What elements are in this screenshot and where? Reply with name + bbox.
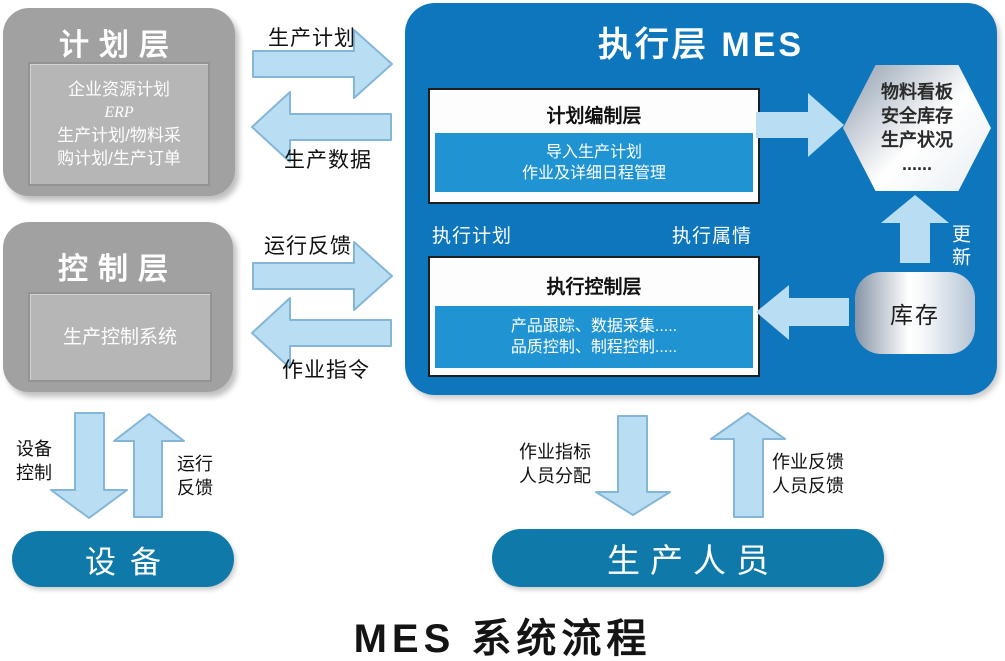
mes-title: 执行层 MES	[597, 26, 805, 64]
plan-detail-line: 导入生产计划	[545, 143, 642, 161]
plan-detail-line: 作业及详细日程管理	[521, 164, 666, 182]
inventory-label: 库存	[890, 302, 940, 328]
control-layer-box: 控制层 生产控制系统	[3, 222, 233, 392]
right-arrow-shape	[252, 29, 393, 99]
exec-plan-label: 执行计划	[432, 226, 513, 247]
arrow-device-control	[50, 412, 128, 519]
device-control-line: 设备	[16, 439, 52, 459]
left-arrow-shape	[251, 91, 392, 163]
up-arrow-shape	[710, 412, 786, 518]
exec-control-detail: 产品跟踪、数据采集..... 品质控制、制程控制.....	[435, 306, 753, 368]
planning-detail-line: 企业资源计划	[68, 80, 170, 99]
arrow-staff-feedback	[710, 412, 786, 518]
planning-detail-line: 生产计划/物料采	[57, 126, 181, 145]
exec-control-header: 执行控制层	[546, 277, 642, 298]
equipment-label: 设备	[85, 544, 175, 580]
update-label: 更新	[949, 224, 970, 270]
staff-feedback-line: 人员反馈	[772, 476, 844, 496]
device-feedback-line: 反馈	[177, 478, 213, 498]
exec-detail-line: 品质控制、制程控制.....	[510, 339, 678, 356]
right-arrow-shape	[756, 93, 844, 157]
staff-feedback-label: 作业反馈 人员反馈	[772, 450, 844, 498]
erp-label: ERP	[104, 104, 134, 121]
control-layer-detail: 生产控制系统	[28, 292, 212, 382]
staff-assign-line: 作业指标	[519, 442, 591, 462]
left-arrow-shape	[756, 285, 849, 340]
arrow-staff-assign	[595, 415, 671, 516]
kanban-line: 安全库存	[881, 106, 953, 126]
arrow-production-data	[251, 91, 392, 163]
material-kanban-hexagon: 物料看板 安全库存 生产状况 ......	[843, 65, 991, 191]
staff-assign-label: 作业指标 人员分配	[519, 440, 591, 488]
plan-compile-header: 计划编制层	[546, 106, 642, 127]
planning-layer-title: 计划层	[59, 29, 179, 62]
right-arrow-shape	[252, 241, 393, 311]
staff-assign-line: 人员分配	[519, 466, 591, 486]
exec-status-label: 执行属情	[672, 226, 753, 247]
device-feedback-line: 运行	[177, 454, 213, 474]
kanban-line: 生产状况	[881, 130, 953, 150]
work-order-label: 作业指令	[282, 359, 370, 382]
diagram-caption: MES 系统流程	[353, 617, 652, 661]
control-detail-line: 生产控制系统	[62, 326, 177, 348]
planning-detail-line: 购计划/生产订单	[57, 149, 181, 168]
up-arrow-shape	[113, 413, 185, 518]
up-arrow-shape	[881, 195, 949, 263]
staff-feedback-line: 作业反馈	[772, 452, 844, 472]
kanban-line: 物料看板	[881, 82, 953, 102]
production-plan-label: 生产计划	[268, 27, 356, 50]
control-layer-title: 控制层	[58, 253, 178, 286]
planning-layer-detail: 企业资源计划 ERP 生产计划/物料采 购计划/生产订单	[28, 62, 210, 186]
left-arrow-shape	[251, 297, 392, 369]
kanban-line: ......	[901, 154, 932, 174]
device-feedback-label: 运行 反馈	[177, 452, 213, 500]
down-arrow-shape	[50, 412, 128, 519]
arrow-plan-to-kanban	[756, 93, 844, 157]
arrow-device-feedback	[113, 413, 185, 518]
arrow-work-order	[251, 297, 392, 369]
planning-layer-box: 计划层 企业资源计划 ERP 生产计划/物料采 购计划/生产订单	[3, 8, 235, 196]
down-arrow-shape	[595, 415, 671, 516]
device-control-line: 控制	[16, 463, 52, 483]
inventory-box: 库存	[855, 272, 975, 354]
arrow-run-feedback	[252, 241, 393, 311]
run-feedback-label: 运行反馈	[264, 235, 352, 258]
arrow-production-plan	[252, 29, 393, 99]
arrow-inventory-to-exec	[756, 285, 849, 340]
staff-box: 生产人员	[492, 529, 884, 587]
equipment-box: 设备	[12, 531, 234, 587]
device-control-label: 设备 控制	[16, 437, 52, 485]
plan-compile-box: 计划编制层 导入生产计划 作业及详细日程管理	[428, 88, 760, 204]
arrow-inventory-update	[881, 195, 949, 263]
exec-control-box: 执行控制层 产品跟踪、数据采集..... 品质控制、制程控制.....	[428, 256, 760, 377]
plan-compile-detail: 导入生产计划 作业及详细日程管理	[435, 133, 753, 192]
production-data-label: 生产数据	[284, 149, 372, 172]
exec-detail-line: 产品跟踪、数据采集.....	[510, 318, 678, 335]
staff-label: 生产人员	[607, 542, 779, 579]
